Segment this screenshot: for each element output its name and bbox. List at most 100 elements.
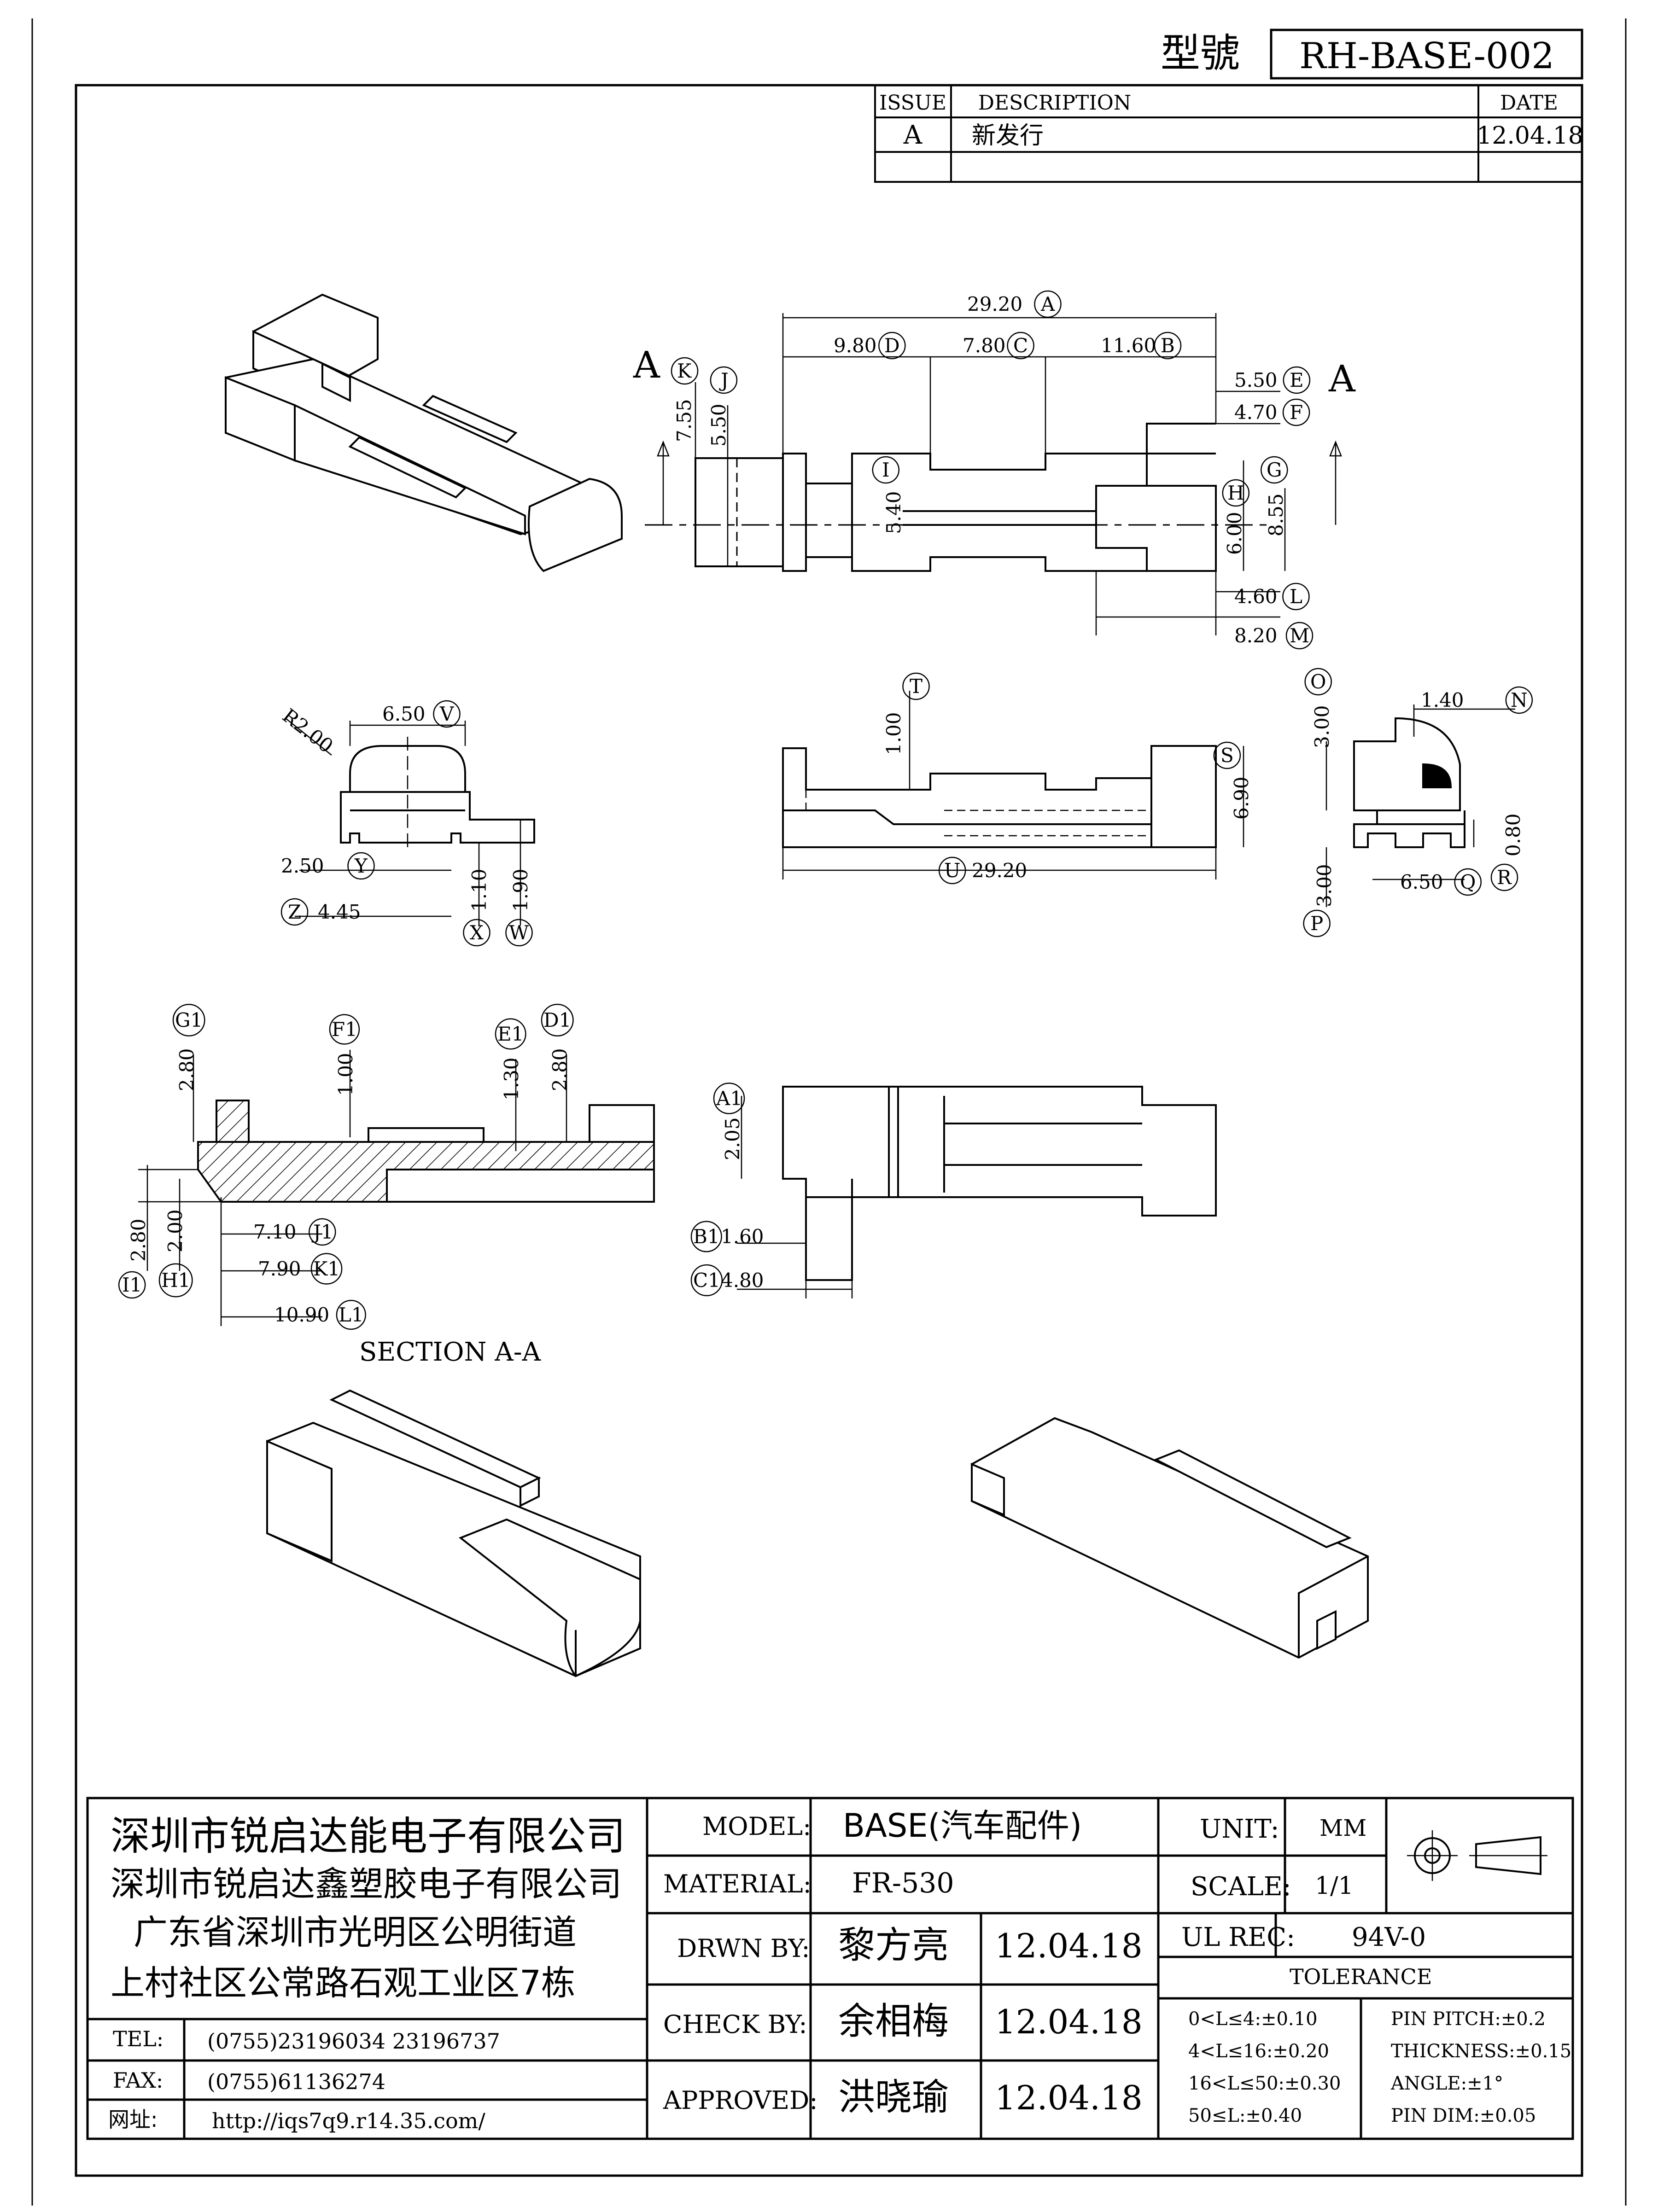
dim-X-value: 1.10 [468, 868, 490, 912]
dim-O-value: 3.00 [1311, 705, 1333, 748]
callout-circle [433, 700, 461, 728]
dim-Z-tag: Z [288, 901, 301, 923]
callout-circle [463, 919, 490, 947]
fax-label: FAX: [113, 2068, 163, 2093]
dim-K-tag: K [677, 360, 692, 382]
dim-G-value: 8.55 [1265, 493, 1287, 536]
dim-Y-value: 2.50 [281, 855, 324, 877]
model-number: RH-BASE-002 [1299, 35, 1554, 77]
iso-view-bottom [266, 1389, 641, 1677]
callout-circle [1285, 622, 1314, 650]
tolerance-left-4: 50≤L:±0.40 [1188, 2105, 1302, 2126]
dim-U-tag: U [944, 859, 960, 882]
callout-circle [902, 672, 930, 700]
section-view-dims [146, 1050, 567, 1326]
dim-L1-value: 10.90 [274, 1304, 329, 1326]
dim-J1-value: 7.10 [253, 1221, 297, 1243]
callout-circle [505, 919, 533, 947]
drawn-by-label: DRWN BY: [677, 1934, 810, 1963]
callout-circle [878, 332, 906, 360]
title-block-lines [86, 1797, 1574, 2140]
callout-circle [1222, 479, 1250, 507]
dim-M-value: 8.20 [1234, 624, 1278, 647]
rev-date-a: 12.04.18 [1477, 122, 1583, 150]
dim-R200-value: R2.00 [278, 704, 338, 757]
dim-I1-tag: I1 [122, 1274, 142, 1296]
dim-U-value: 29.20 [972, 859, 1027, 882]
callout-circle [713, 1083, 745, 1114]
dim-T-tag: T [910, 675, 922, 698]
rev-col-issue: ISSUE [879, 91, 946, 115]
company-line-2: 深圳市锐启达鑫塑胶电子有限公司 [111, 1864, 622, 1904]
tolerance-right-1: PIN PITCH:±0.2 [1391, 2008, 1546, 2030]
tolerance-left-1: 0<L≤4:±0.10 [1188, 2008, 1318, 2030]
dim-B1-value: 1.60 [721, 1225, 764, 1248]
web-link[interactable]: http://iqs7q9.r14.35.com/ [212, 2108, 485, 2133]
dim-V-tag: V [439, 703, 454, 725]
callout-circle [1213, 741, 1241, 769]
model-field-label: MODEL: [702, 1812, 811, 1841]
dim-C-value: 7.80 [963, 334, 1006, 357]
callout-circle [280, 898, 309, 926]
callout-circle [1454, 868, 1482, 896]
callout-circle [690, 1264, 723, 1297]
scale-label: SCALE: [1191, 1872, 1291, 1902]
callout-circle [1154, 332, 1182, 360]
dim-G1-value: 2.80 [175, 1048, 198, 1091]
dim-E1-value: 1.30 [500, 1057, 523, 1100]
dim-Z-value: 4.45 [318, 901, 361, 923]
dim-K-value: 7.55 [673, 399, 695, 442]
dim-D-tag: D [884, 334, 900, 357]
check-by-label: CHECK BY: [663, 2010, 807, 2039]
dim-R-tag: R [1497, 866, 1512, 889]
dim-D1-value: 2.80 [549, 1048, 571, 1091]
dim-X-tag: X [470, 921, 484, 944]
side-view-dim-labels: T 1.00 S 6.90 U 29.20 [882, 672, 1253, 885]
callout-circle [690, 1221, 722, 1252]
company-line-4: 上村社区公常路石观工业区7栋 [111, 1963, 576, 2003]
callout-circle [310, 1253, 343, 1285]
unit-label: UNIT: [1200, 1814, 1279, 1844]
company-line-1: 深圳市锐启达能电子有限公司 [111, 1813, 625, 1859]
dim-R-value: 0.80 [1502, 813, 1524, 856]
drawn-by-name: 黎方亮 [838, 1924, 949, 1967]
callout-circle [1007, 332, 1034, 360]
dim-I-tag: I [882, 459, 890, 481]
dim-D1-tag: D1 [543, 1009, 571, 1031]
end-view-dim-labels: O 3.00 1.40 N 0.80 R 6.50 Q 3.00 P [1303, 668, 1533, 937]
header: 型號 RH-BASE-002 [1161, 29, 1583, 80]
tolerance-label: TOLERANCE [1290, 1964, 1432, 1989]
iso-view-top [225, 293, 623, 572]
dim-P-tag: P [1310, 912, 1323, 935]
tolerance-right-2: THICKNESS:±0.15 [1391, 2041, 1572, 2062]
iso-view-right [971, 1417, 1369, 1659]
dim-D-value: 9.80 [834, 334, 877, 357]
dim-O-tag: O [1310, 670, 1326, 693]
callout-circle [872, 456, 900, 484]
dim-C-tag: C [1013, 334, 1028, 357]
tolerance-right-3: ANGLE:±1° [1391, 2073, 1504, 2094]
callout-circle [495, 1018, 526, 1050]
material-value: FR-530 [852, 1867, 954, 1899]
company-line-3: 广东省深圳市光明区公明街道 [134, 1913, 577, 1952]
drawn-date: 12.04.18 [995, 1927, 1143, 1965]
ul-rec-label: UL REC: [1181, 1922, 1295, 1952]
tel-value: (0755)23196034 23196737 [207, 2029, 500, 2054]
dim-Y-tag: Y [354, 855, 368, 877]
projection-symbol-icon [1407, 1830, 1547, 1881]
callout-circle [1505, 686, 1533, 714]
border-frame [75, 84, 1583, 2177]
dim-I1-value: 2.80 [127, 1218, 150, 1262]
sheet-edge-marks [31, 18, 1627, 2206]
scale-value: 1/1 [1315, 1872, 1354, 1900]
check-by-name: 余相梅 [838, 2000, 949, 2043]
bottom-view-dims [737, 1096, 853, 1298]
dim-S-tag: S [1220, 744, 1234, 767]
material-label: MATERIAL: [663, 1869, 811, 1898]
callout-circle [1304, 668, 1332, 696]
end-view [1353, 717, 1465, 848]
rev-col-description: DESCRIPTION [978, 91, 1132, 115]
callout-circle [1282, 582, 1310, 611]
dim-T-value: 1.00 [882, 712, 905, 755]
